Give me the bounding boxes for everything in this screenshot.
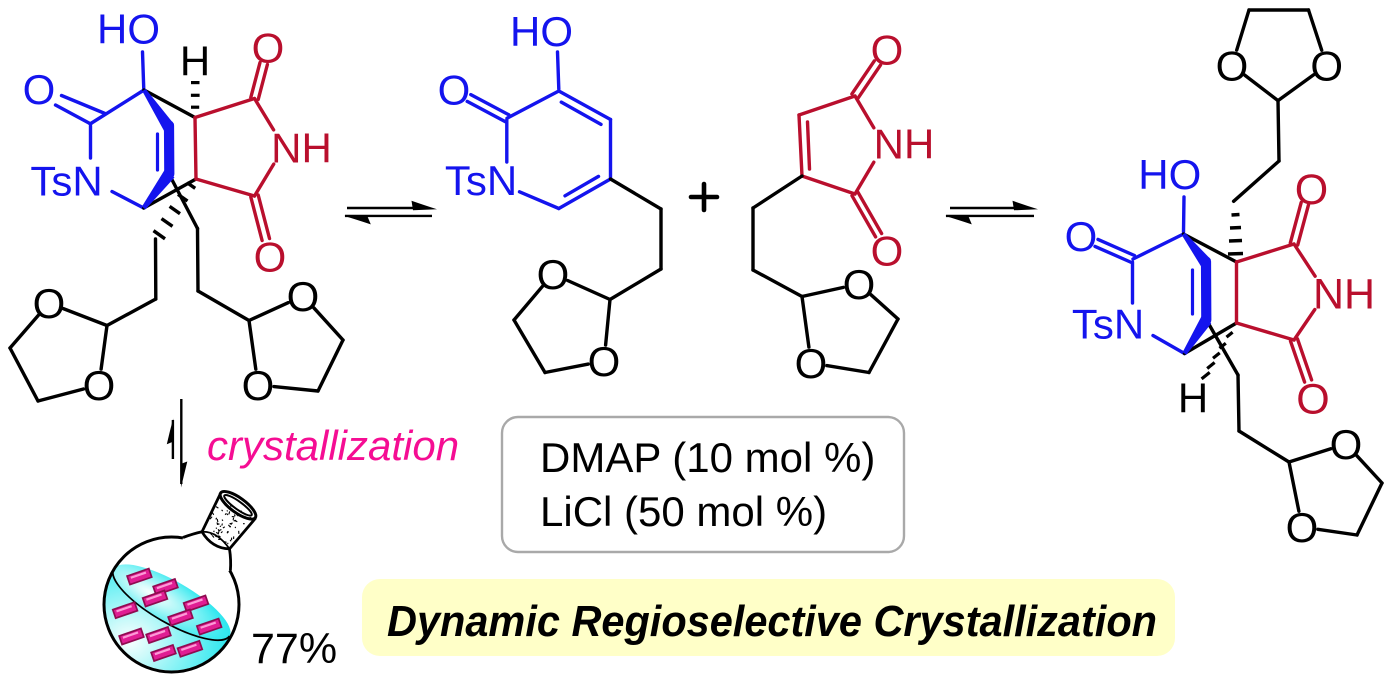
svg-text:H: H	[180, 38, 210, 85]
svg-text:NH: NH	[271, 125, 332, 172]
svg-text:TsN: TsN	[1072, 301, 1144, 348]
svg-text:O: O	[23, 66, 56, 113]
svg-text:NH: NH	[1313, 271, 1375, 319]
svg-text:TsN: TsN	[445, 157, 517, 204]
svg-text:DMAP (10 mol %): DMAP (10 mol %)	[540, 434, 875, 481]
svg-text:O: O	[1310, 43, 1343, 90]
svg-text:O: O	[871, 27, 904, 74]
svg-text:O: O	[33, 280, 66, 327]
svg-text:O: O	[871, 228, 904, 275]
svg-text:crystallization: crystallization	[207, 422, 459, 469]
svg-text:NH: NH	[874, 121, 935, 168]
svg-text:O: O	[438, 67, 471, 114]
svg-text:HO: HO	[510, 8, 573, 55]
svg-text:O: O	[254, 234, 287, 281]
svg-text:LiCl (50 mol %): LiCl (50 mol %)	[540, 488, 827, 535]
svg-text:O: O	[588, 338, 621, 385]
svg-text:O: O	[1296, 376, 1329, 424]
svg-text:HO: HO	[1138, 151, 1201, 198]
svg-text:O: O	[287, 273, 320, 320]
svg-text:O: O	[537, 251, 570, 298]
svg-text:Dynamic Regioselective Crystal: Dynamic Regioselective Crystallization	[387, 597, 1157, 646]
svg-text:77%: 77%	[251, 625, 337, 673]
svg-text:O: O	[1065, 213, 1098, 260]
svg-text:HO: HO	[97, 6, 160, 53]
svg-text:O: O	[1216, 43, 1249, 90]
svg-text:H: H	[1178, 375, 1208, 422]
svg-text:O: O	[1295, 166, 1328, 214]
svg-text:O: O	[795, 340, 828, 387]
svg-text:O: O	[83, 362, 116, 409]
svg-text:O: O	[252, 25, 285, 72]
svg-text:O: O	[1286, 504, 1319, 551]
svg-text:O: O	[242, 362, 275, 409]
svg-text:O: O	[1330, 421, 1363, 468]
svg-text:O: O	[843, 261, 876, 308]
svg-text:TsN: TsN	[30, 158, 102, 205]
